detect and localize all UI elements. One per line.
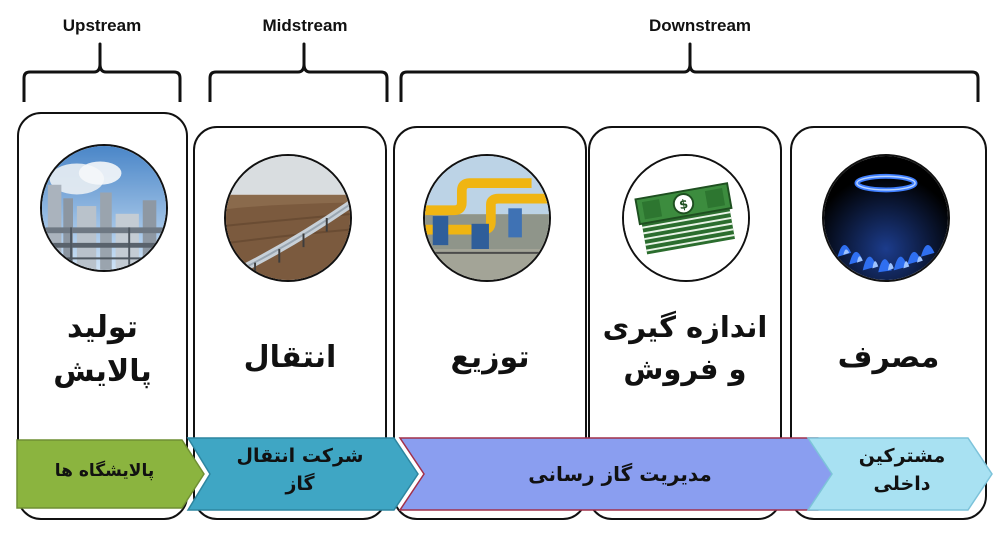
chevron-label-domestic-line1: مشترکین [858, 445, 946, 467]
midstream-header: Midstream [262, 16, 348, 35]
title-production: تولید پالایش [17, 306, 188, 393]
gas-flame-icon [822, 154, 950, 282]
chevron-label-gas-distribution: مدیریت گاز رسانی [528, 462, 712, 486]
title-production-line1: تولید [67, 310, 138, 345]
midstream-brace [208, 42, 389, 102]
chevron-refineries [16, 439, 205, 509]
title-production-line2: پالایش [53, 353, 152, 389]
title-consumption: مصرف [837, 340, 940, 375]
money-stack-icon: $ [622, 154, 750, 282]
upstream-header: Upstream [62, 16, 142, 35]
chevron-domestic-customers [806, 437, 993, 511]
chevron-label-transmission-line2: گاز [285, 472, 315, 495]
upstream-brace [22, 42, 182, 102]
title-distribution: توزیع [450, 340, 530, 375]
chevron-transmission-company [186, 437, 419, 511]
title-metering: اندازه گیری و فروش [588, 306, 782, 390]
chevron-label-refineries: پالایشگاه ها [54, 461, 155, 481]
pipeline-photo-icon [224, 154, 352, 282]
chevron-label-transmission-line1: شرکت انتقال [236, 445, 364, 467]
downstream-header: Downstream [648, 16, 752, 35]
chevron-label-domestic-customers: مشترکین داخلی [822, 443, 982, 498]
svg-text:$: $ [678, 196, 689, 212]
chevron-label-transmission-company: شرکت انتقال گاز [200, 443, 400, 498]
downstream-brace [399, 42, 980, 102]
chevron-label-domestic-line2: داخلی [873, 472, 931, 495]
refinery-photo-icon [40, 144, 168, 272]
title-transmission: انتقال [243, 340, 337, 375]
title-metering-line2: و فروش [623, 352, 747, 387]
title-metering-line1: اندازه گیری [602, 310, 768, 344]
